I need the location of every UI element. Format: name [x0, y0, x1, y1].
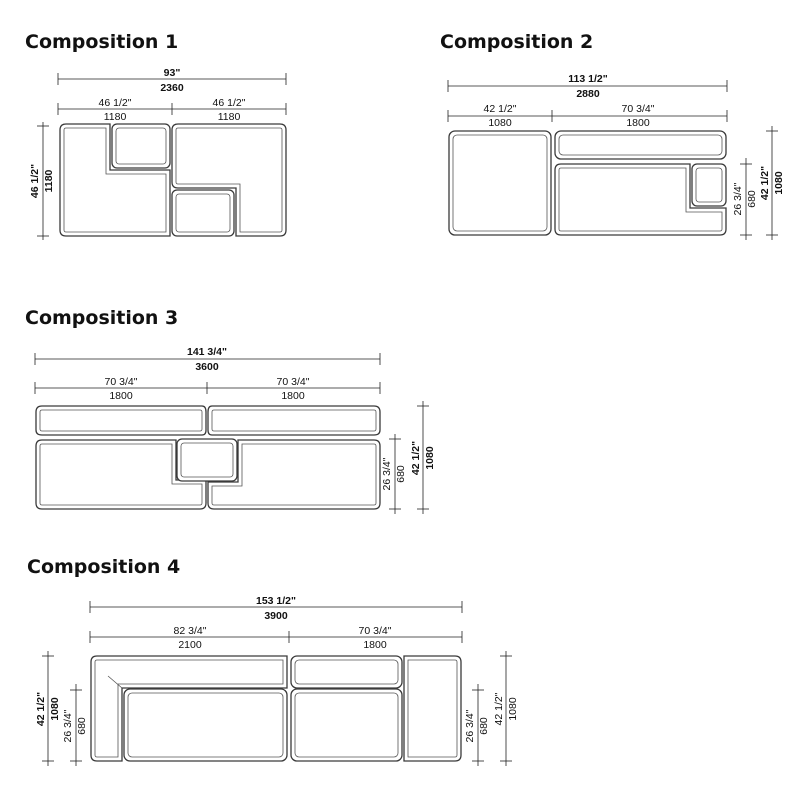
depth-mm: 1180: [43, 169, 55, 192]
module-width-mm: 1080: [488, 117, 512, 129]
module-width-mm: 1800: [363, 639, 387, 651]
module-width-inches: 42 1/2": [484, 103, 517, 115]
total-width-mm: 2880: [576, 88, 600, 100]
module-width-mm: 1800: [281, 390, 305, 402]
composition-1: Composition 1 93" 2360 46 1/2" 1180 46 1…: [25, 31, 287, 240]
depth-mm: 1080: [49, 697, 61, 721]
module-width-inches: 82 3/4": [174, 625, 207, 637]
depth-inches: 42 1/2": [410, 441, 422, 475]
module-width-inches: 70 3/4": [359, 625, 392, 637]
composition-1-title: Composition 1: [25, 31, 178, 53]
depth-mm: 1080: [507, 697, 519, 721]
module-width-inches: 46 1/2": [99, 97, 132, 109]
composition-4: Composition 4 153 1/2" 3900 82 3/4" 2100…: [27, 556, 519, 766]
seat-depth-mm: 680: [76, 717, 88, 735]
module-width-mm: 1180: [218, 111, 241, 123]
sofa-plan: [35, 405, 381, 510]
seat-depth-inches: 26 3/4": [62, 709, 74, 742]
module-width-inches: 70 3/4": [277, 376, 310, 388]
depth-inches: 46 1/2": [29, 164, 41, 198]
composition-2-title: Composition 2: [440, 31, 593, 53]
seat-depth-mm: 680: [746, 190, 758, 208]
composition-2: Composition 2 113 1/2" 2880 42 1/2" 1080…: [440, 31, 785, 240]
module-width-mm: 1800: [626, 117, 650, 129]
depth-inches: 42 1/2": [35, 692, 47, 726]
total-width-mm: 3900: [264, 610, 288, 622]
total-width-inches: 113 1/2": [568, 73, 607, 85]
seat-depth-inches: 26 3/4": [381, 457, 393, 490]
module-width-mm: 1800: [109, 390, 133, 402]
module-width-inches: 70 3/4": [622, 103, 655, 115]
module-width-inches: 70 3/4": [105, 376, 138, 388]
module-width-mm: 1180: [104, 111, 127, 123]
seat-depth-mm: 680: [395, 465, 407, 483]
composition-3: Composition 3 141 3/4" 3600 70 3/4" 1800…: [25, 307, 436, 514]
composition-4-title: Composition 4: [27, 556, 180, 578]
seat-depth-mm: 680: [478, 717, 490, 735]
sofa-plan: [90, 655, 462, 762]
module-width-inches: 46 1/2": [213, 97, 246, 109]
total-width-mm: 3600: [195, 361, 219, 373]
seat-depth-inches: 26 3/4": [464, 709, 476, 742]
depth-inches: 42 1/2": [493, 692, 505, 725]
sofa-plan: [59, 123, 287, 237]
total-width-inches: 93": [164, 67, 181, 79]
depth-inches: 42 1/2": [759, 166, 771, 200]
total-width-inches: 153 1/2": [256, 595, 296, 607]
total-width-inches: 141 3/4": [187, 346, 227, 358]
seat-depth-inches: 26 3/4": [732, 182, 744, 215]
composition-3-title: Composition 3: [25, 307, 178, 329]
total-width-mm: 2360: [160, 82, 184, 94]
depth-mm: 1080: [424, 446, 436, 470]
module-width-mm: 2100: [178, 639, 202, 651]
depth-mm: 1080: [773, 171, 785, 195]
sofa-plan: [448, 130, 727, 236]
